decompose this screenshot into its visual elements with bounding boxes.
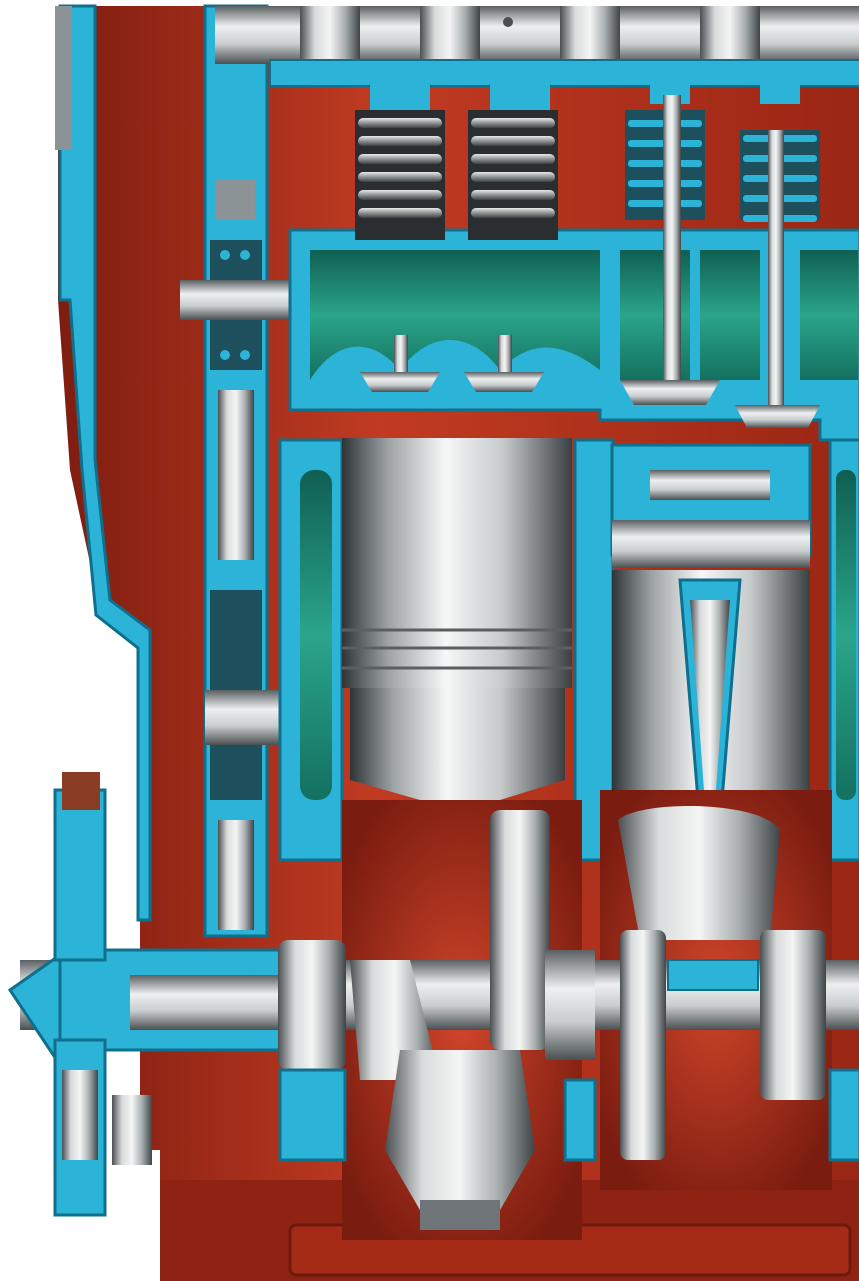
piston-left — [342, 438, 572, 830]
timing-cover-wall — [55, 4, 152, 922]
valves — [360, 95, 820, 428]
cylinder-head — [288, 228, 859, 442]
front-pulley — [53, 772, 152, 1217]
crankshaft — [7, 806, 859, 1160]
camshaft — [215, 6, 859, 110]
rod-big-end — [385, 1050, 535, 1230]
main-bearing-caps — [278, 1068, 859, 1162]
valve-springs-left — [355, 110, 558, 240]
cylinder-walls — [278, 438, 859, 862]
